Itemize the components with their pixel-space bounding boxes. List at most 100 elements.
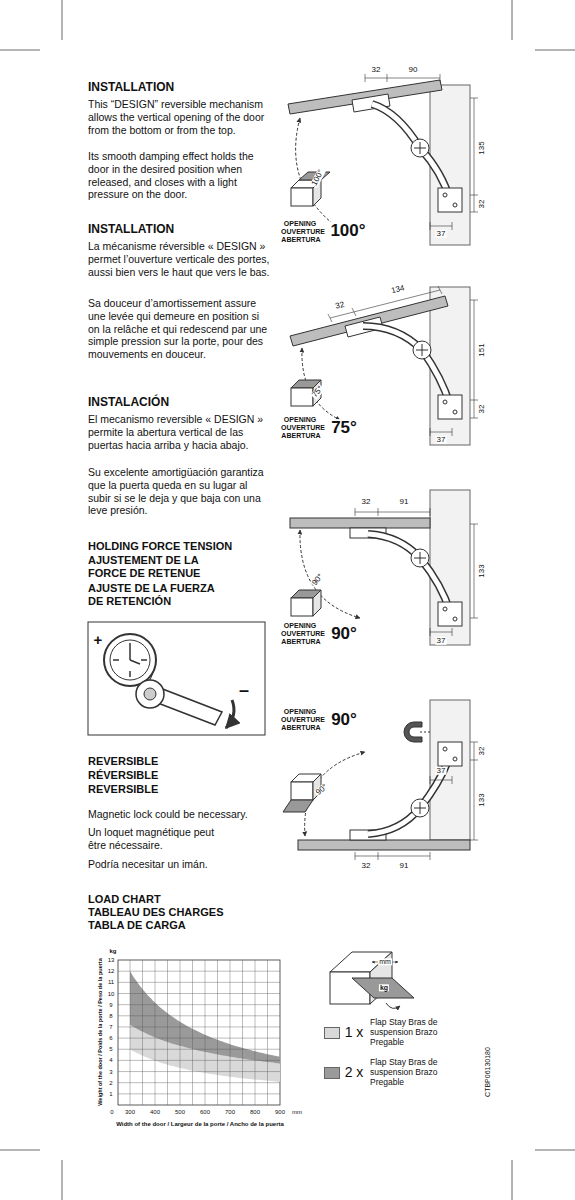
text-block: INSTALACIÓN xyxy=(88,395,270,410)
dimension-label: – xyxy=(238,681,250,700)
dimension-label: mm xyxy=(378,958,392,965)
figure-90-top-part xyxy=(430,628,452,636)
grid-line xyxy=(205,960,206,1105)
figure-90-bottom-part xyxy=(355,852,430,860)
legend-entry: Flap Stay Bras de suspension Brazo Prega… xyxy=(324,1058,484,1092)
figure-100-part xyxy=(365,74,440,82)
adjustment-figure-part xyxy=(226,700,234,728)
dimension-label: 900 xyxy=(274,1109,286,1115)
dimension-label: 32 xyxy=(334,301,347,312)
dimension-label: 300 xyxy=(124,1109,136,1115)
dimension-label: Width of the door / Largeur de la porte … xyxy=(115,1121,285,1127)
figure-75-part xyxy=(413,341,431,359)
grid-line xyxy=(255,960,256,1105)
dimension-label: kg xyxy=(379,984,389,991)
figure-90-bottom-part xyxy=(420,732,430,733)
figure-90-top-part xyxy=(291,598,313,616)
dimension-label: 12 xyxy=(107,968,116,974)
figure-100-part xyxy=(414,142,426,154)
figure-90-bottom-part xyxy=(291,782,313,800)
text-block: REVERSIBLE xyxy=(88,755,270,768)
grid-line xyxy=(142,960,143,1105)
dimension-label: 500 xyxy=(174,1109,186,1115)
dimension-label: 1 xyxy=(108,1091,113,1097)
text-block: Un loquet magnétique peut être nécessair… xyxy=(88,826,228,852)
figure-90-bottom-part xyxy=(430,700,470,840)
text-block: LOAD CHART xyxy=(88,893,270,906)
dimension-label: 4 xyxy=(108,1057,113,1063)
adjustment-figure-part xyxy=(110,640,150,680)
figure-90-bottom-part xyxy=(414,802,426,814)
load-chart-frame-part xyxy=(118,960,280,1105)
crop-marks-part xyxy=(0,50,40,51)
dimension-label: OUVERTURE xyxy=(280,630,326,637)
grid-line xyxy=(192,960,193,1105)
adjustment-figure xyxy=(88,622,265,735)
dimension-label: 90° xyxy=(330,711,358,729)
figure-90-top-part xyxy=(453,617,457,621)
dimension-label: 6 xyxy=(108,1035,113,1041)
dimension-label: 134 xyxy=(390,284,407,296)
crop-marks-part xyxy=(0,1150,40,1151)
text-block: TABLEAU DES CHARGES xyxy=(88,906,270,919)
figure-75-part xyxy=(363,326,422,350)
dimension-label: 600 xyxy=(199,1109,211,1115)
dimension-label: 135 xyxy=(478,140,486,155)
figure-100-part xyxy=(438,188,462,212)
dimension-label: 32 xyxy=(478,746,486,757)
text-block: Su excelente amortigüación garantiza que… xyxy=(88,466,270,517)
dimension-label: 400 xyxy=(149,1109,161,1115)
text-block: El mecanismo reversible « DESIGN » permi… xyxy=(88,413,270,451)
crop-marks-part xyxy=(512,1160,513,1200)
text-block: INSTALLATION xyxy=(88,80,270,95)
dimension-label: 75° xyxy=(330,419,358,437)
figure-90-top-part xyxy=(355,508,430,516)
figure-90-top-part xyxy=(290,518,430,528)
figure-75-part xyxy=(438,395,462,419)
dimension-label: 11 xyxy=(107,979,115,985)
text-block: TABLA DE CARGA xyxy=(88,919,270,932)
figure-100-part xyxy=(288,80,442,114)
text-block: AJUSTEMENT DE LA FORCE DE RETENUE xyxy=(88,554,218,581)
figure-75-part xyxy=(416,344,428,356)
adjustment-figure-part xyxy=(136,680,164,708)
dimension-label: 9 xyxy=(108,1001,113,1007)
dimension-label: 32 xyxy=(478,404,486,415)
dimension-label: ABERTURA xyxy=(280,432,321,439)
dimension-label: 37 xyxy=(436,230,447,238)
figure-90-bottom-part xyxy=(438,742,462,766)
text-block: Its smooth damping effect holds the door… xyxy=(88,150,270,201)
dimension-label: 133 xyxy=(478,792,486,807)
dimension-label: 32 xyxy=(361,862,372,870)
dimension-label: 700 xyxy=(224,1109,236,1115)
dimension-label: 8 xyxy=(108,1013,113,1019)
dimension-label: 90° xyxy=(314,782,330,797)
figure-90-bottom-part xyxy=(430,776,452,784)
figure-90-bottom-part xyxy=(404,722,422,742)
dimension-label: OUVERTURE xyxy=(280,228,326,235)
grid-line xyxy=(230,960,231,1105)
figure-90-top-part xyxy=(313,590,321,616)
dimension-label: OPENING xyxy=(283,416,317,423)
dimension-label: mm xyxy=(291,1109,303,1115)
dimension-label: 32 xyxy=(361,498,372,506)
figure-90-top-part xyxy=(411,549,429,567)
figure-75-part xyxy=(443,400,447,404)
figure-100-part xyxy=(411,139,429,157)
figure-90-bottom-part xyxy=(305,752,365,836)
figure-100-part xyxy=(296,118,338,228)
figure-100-part xyxy=(372,104,420,148)
figure-90-top-part xyxy=(438,602,462,626)
dimension-label: ABERTURA xyxy=(280,638,321,645)
figure-90-top-part xyxy=(414,552,426,564)
dimension-label: 2 x xyxy=(344,1065,365,1080)
grid-line xyxy=(155,960,156,1105)
dimension-label: 13 xyxy=(107,957,116,963)
adjustment-figure-part xyxy=(144,688,156,700)
dimension-label: 0 xyxy=(109,1109,114,1115)
legend-entry: Flap Stay Bras de suspension Brazo Prega… xyxy=(324,1018,484,1052)
figure-100-part xyxy=(453,203,457,207)
grid-line xyxy=(130,960,131,1105)
figure-90-bottom-part xyxy=(453,757,457,761)
